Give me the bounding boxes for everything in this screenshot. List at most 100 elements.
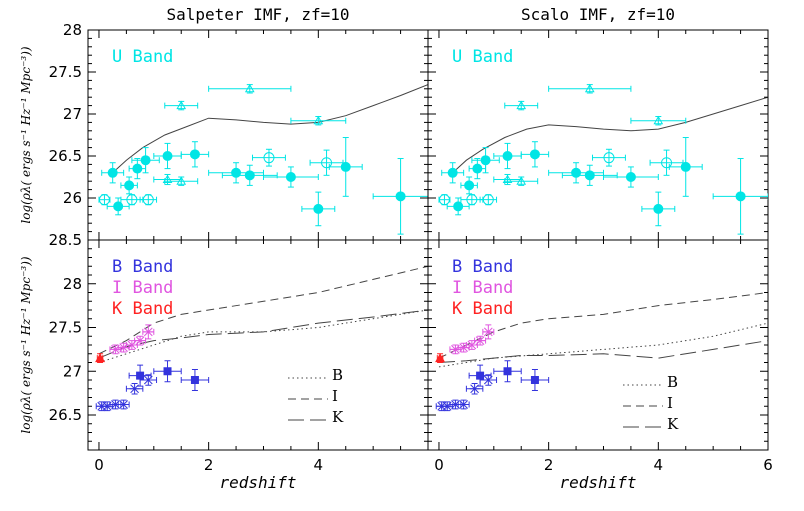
data-point	[474, 335, 487, 346]
data-point	[592, 148, 626, 167]
data-point	[262, 166, 319, 188]
data-point	[131, 147, 160, 174]
data-point	[435, 353, 446, 363]
y-tick-label: 26.5	[49, 147, 82, 165]
filled-circle-marker	[132, 163, 143, 174]
open-circle-marker	[321, 157, 333, 169]
band-label: U Band	[112, 47, 173, 67]
open-triangle-marker	[516, 100, 527, 110]
data-point	[460, 194, 484, 206]
data-point	[120, 194, 144, 206]
data-point	[98, 194, 111, 206]
filled-circle-marker	[340, 161, 351, 172]
y-tick-label: 27.5	[49, 63, 82, 81]
data-point	[471, 147, 500, 174]
data-point	[465, 383, 484, 395]
open-triangle-marker	[516, 176, 527, 185]
data-point	[120, 176, 138, 195]
data-point	[139, 374, 158, 386]
data-point	[493, 173, 522, 186]
data-layer	[435, 292, 768, 412]
model-curve	[438, 340, 768, 363]
open-circle-marker	[98, 194, 110, 206]
open-circle-marker	[661, 157, 673, 169]
open-triangle-marker	[313, 115, 324, 125]
data-point	[153, 360, 182, 383]
data-point	[479, 194, 498, 206]
data-point	[479, 374, 498, 386]
data-point	[468, 158, 487, 180]
y-tick-label: 27.5	[49, 319, 82, 337]
open-triangle-marker	[502, 174, 513, 184]
open-star-marker	[458, 400, 469, 409]
data-point	[117, 399, 130, 410]
filled-triangle-marker	[435, 353, 446, 363]
data-point	[153, 173, 182, 186]
band-label: K Band	[112, 299, 173, 319]
legend-label: B	[667, 373, 678, 391]
data-point	[128, 158, 147, 180]
y-axis-label: log(ρλ( ergs s⁻¹ Hz⁻¹ Mpc⁻³))	[19, 256, 33, 433]
data-point	[548, 162, 604, 184]
filled-square-marker	[530, 376, 539, 384]
open-circle-marker	[126, 194, 138, 206]
open-triangle-marker	[176, 100, 187, 110]
open-triangle-marker	[176, 176, 187, 185]
filled-circle-marker	[480, 155, 491, 166]
data-point	[548, 83, 632, 94]
filled-circle-marker	[124, 180, 135, 191]
data-point	[101, 162, 125, 184]
panel-title: Salpeter IMF, zf=10	[166, 5, 349, 24]
data-point	[493, 360, 522, 383]
filled-circle-marker	[113, 201, 124, 212]
y-tick-label: 28	[63, 21, 82, 39]
data-point	[561, 164, 618, 186]
data-point	[504, 100, 539, 111]
filled-circle-marker	[453, 201, 464, 212]
data-point	[180, 141, 210, 168]
filled-triangle-marker	[95, 353, 106, 363]
x-tick-label: 6	[763, 456, 773, 474]
data-point	[180, 369, 210, 391]
panel-scalo-u: Scalo IMF, zf=10 U Band	[427, 5, 769, 241]
open-star-marker	[475, 336, 486, 345]
open-star-marker	[129, 384, 140, 394]
x-tick-label: 4	[314, 456, 324, 474]
open-triangle-marker	[584, 83, 595, 93]
legend-label: I	[667, 394, 673, 412]
data-point	[101, 401, 114, 412]
y-tick-label: 28.5	[49, 231, 82, 249]
y-tick-label: 26.5	[49, 406, 82, 424]
filled-circle-marker	[680, 161, 691, 172]
model-curve	[438, 322, 768, 368]
filled-circle-marker	[571, 167, 582, 178]
data-point	[164, 100, 199, 111]
filled-circle-marker	[735, 191, 746, 202]
panel-title: Scalo IMF, zf=10	[521, 5, 675, 24]
filled-circle-marker	[464, 180, 475, 191]
data-point	[441, 162, 465, 184]
filled-circle-marker	[231, 167, 242, 178]
data-point	[504, 176, 539, 186]
data-point	[441, 401, 454, 412]
y-tick-label: 28	[63, 275, 82, 293]
model-curve	[455, 96, 768, 171]
open-star-marker	[143, 327, 154, 337]
open-circle-marker	[438, 194, 450, 206]
data-point	[493, 142, 522, 170]
y-tick-label: 26	[63, 189, 82, 207]
filled-circle-marker	[584, 170, 595, 181]
x-tick-label: 0	[434, 456, 444, 474]
band-label: B Band	[452, 257, 513, 277]
x-tick-label: 4	[654, 456, 664, 474]
data-point	[153, 142, 182, 170]
open-star-marker	[135, 336, 146, 345]
band-label: U Band	[452, 47, 513, 67]
data-point	[372, 158, 428, 235]
data-point	[290, 115, 347, 126]
data-point	[301, 191, 336, 227]
filled-circle-marker	[502, 151, 513, 161]
data-point	[668, 137, 703, 197]
filled-circle-marker	[244, 170, 255, 181]
